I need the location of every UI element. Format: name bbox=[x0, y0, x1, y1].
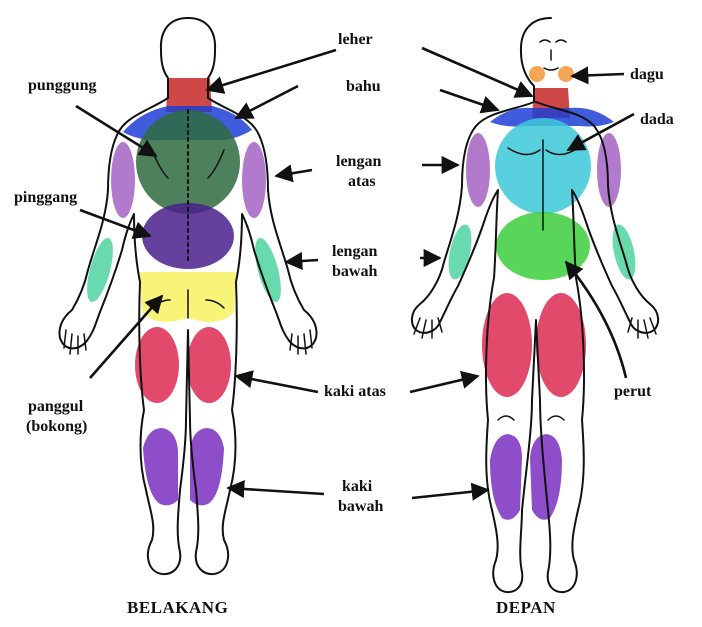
arrow-lengan-atas-back bbox=[276, 170, 312, 176]
arrow-kaki-bawah-back bbox=[228, 488, 324, 494]
back-left-upper-arm-region bbox=[111, 142, 135, 218]
front-right-calf-region bbox=[530, 434, 562, 520]
label-kaki-atas: kaki atas bbox=[324, 383, 386, 401]
back-left-calf-region bbox=[143, 428, 178, 505]
label-dada: dada bbox=[640, 111, 674, 129]
label-kaki-bawah-line2: bawah bbox=[338, 498, 383, 516]
arrow-kaki-bawah-front bbox=[412, 490, 488, 498]
arrow-leher-front bbox=[422, 48, 532, 96]
caption-front: DEPAN bbox=[496, 599, 556, 617]
label-kaki-bawah-line1: kaki bbox=[342, 478, 372, 496]
arrow-lengan-bawah-back bbox=[286, 260, 318, 262]
label-perut: perut bbox=[614, 383, 651, 401]
front-left-calf-region bbox=[490, 434, 522, 520]
label-panggul-line1: panggul bbox=[28, 398, 83, 416]
arrow-leher-back bbox=[207, 50, 336, 90]
label-dagu: dagu bbox=[630, 66, 664, 84]
arrow-bahu-front bbox=[440, 90, 498, 110]
front-right-forearm-region bbox=[608, 223, 639, 282]
label-panggul-line2: (bokong) bbox=[26, 418, 87, 436]
back-right-calf-region bbox=[190, 428, 224, 505]
back-right-thigh-region bbox=[187, 327, 231, 403]
arrow-dagu bbox=[572, 74, 624, 76]
label-lengan-bawah-line2: bawah bbox=[332, 263, 377, 281]
back-right-hand-fingers bbox=[290, 330, 312, 354]
arrow-kaki-atas-back bbox=[236, 376, 318, 392]
label-lengan-atas-line2: atas bbox=[348, 173, 376, 191]
front-left-chin-region bbox=[529, 66, 545, 82]
label-bahu: bahu bbox=[346, 78, 381, 96]
front-face bbox=[540, 40, 566, 70]
arrow-bahu-back bbox=[236, 86, 298, 118]
label-lengan-atas-line1: lengan bbox=[336, 153, 381, 171]
back-right-upper-arm-region bbox=[242, 142, 266, 218]
label-punggung: punggung bbox=[28, 77, 97, 95]
front-left-forearm-region bbox=[444, 223, 475, 282]
front-left-hand-fingers bbox=[414, 318, 442, 338]
arrow-pinggang bbox=[80, 210, 150, 236]
label-pinggang: pinggang bbox=[14, 189, 77, 207]
label-lengan-bawah-line1: lengan bbox=[332, 243, 377, 261]
front-right-chin-region bbox=[558, 66, 574, 82]
front-right-thigh-region bbox=[536, 293, 586, 397]
front-left-upper-arm-region bbox=[466, 133, 490, 207]
caption-back: BELAKANG bbox=[127, 599, 228, 617]
front-right-hand-fingers bbox=[628, 318, 656, 338]
label-leher: leher bbox=[338, 31, 373, 49]
arrow-kaki-atas-front bbox=[410, 376, 478, 392]
back-left-hand-fingers bbox=[64, 330, 86, 354]
front-figure bbox=[412, 18, 658, 592]
